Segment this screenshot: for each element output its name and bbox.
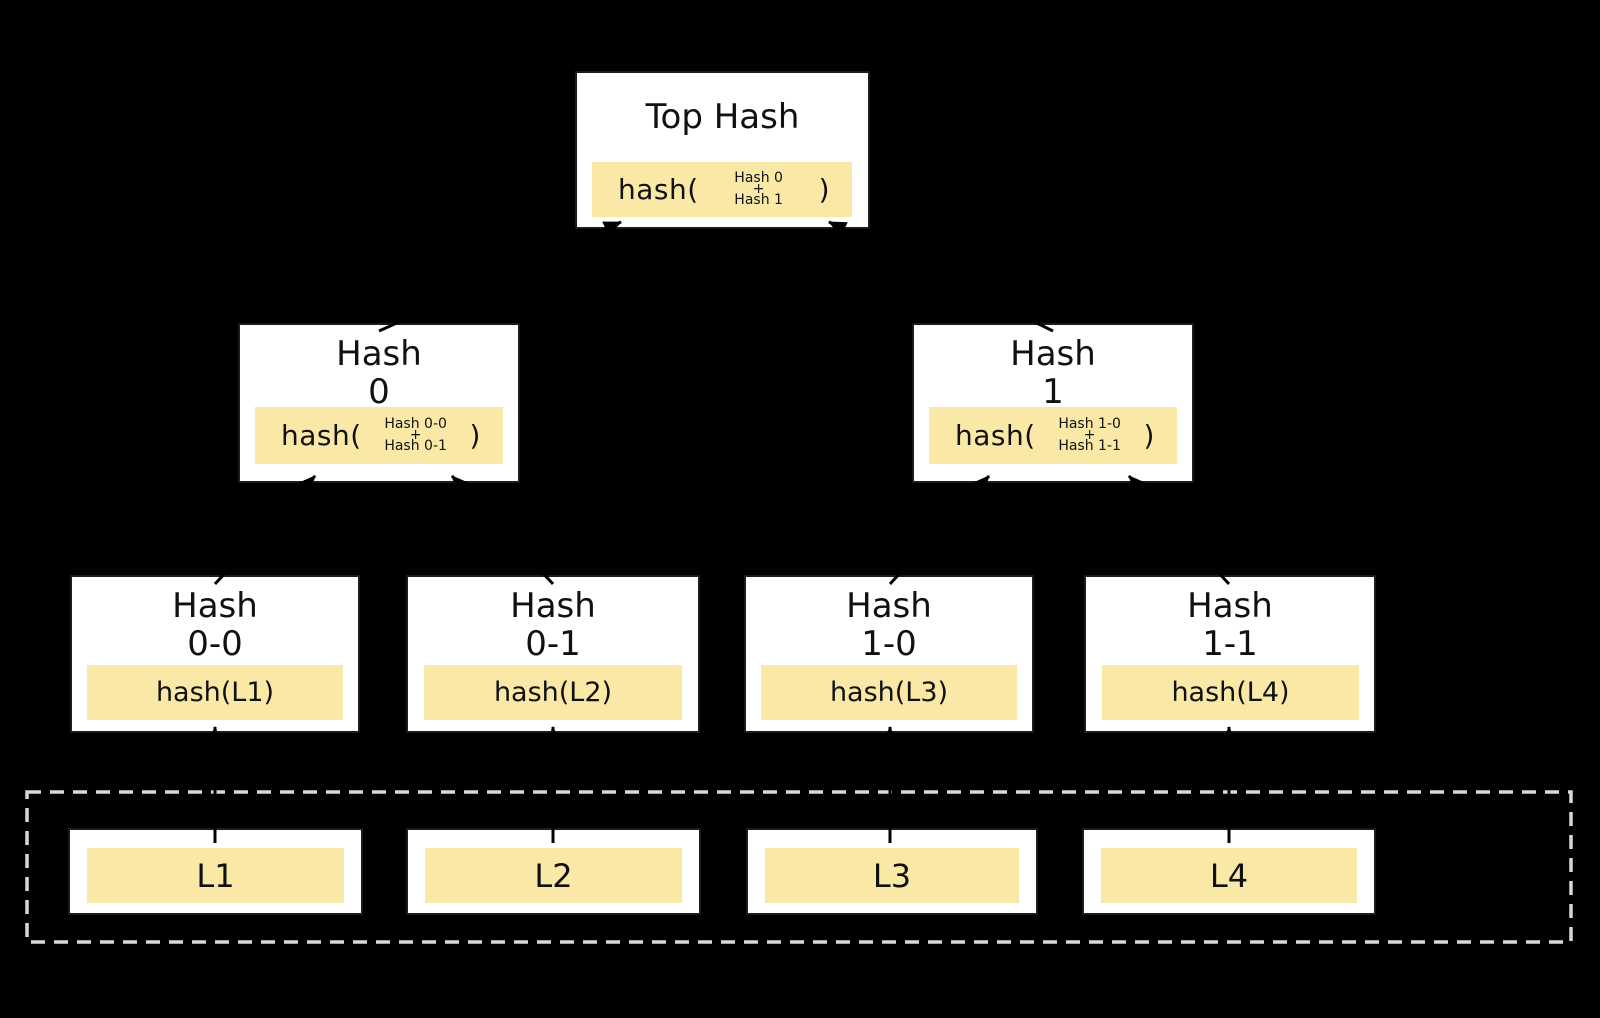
hash-function-open: hash( (955, 419, 1036, 452)
hash-arguments: Hash 0 + Hash 1 (734, 170, 783, 208)
hash-1-node: Hash 1 hash( Hash 1-0 + Hash 1-1 ) (912, 323, 1194, 483)
hash-function-close: ) (818, 173, 830, 206)
hash-arguments: Hash 0-0 + Hash 0-1 (384, 416, 447, 454)
data-block-l4-box: L4 (1101, 848, 1357, 903)
data-block-l4-node: L4 (1082, 828, 1376, 915)
data-block-l3-node: L3 (746, 828, 1038, 915)
hash-0-1-node: Hash 0-1 hash(L2) (406, 575, 700, 733)
hash-arg-bottom: Hash 1 (734, 192, 783, 208)
hash-0-1-title: Hash 0-1 (408, 577, 698, 663)
data-block-l3-box: L3 (765, 848, 1019, 903)
hash-1-title-line2: 1 (1042, 372, 1064, 412)
hash-0-node: Hash 0 hash( Hash 0-0 + Hash 0-1 ) (238, 323, 520, 483)
hash-1-title-line1: Hash (1010, 334, 1096, 374)
data-block-l1-box: L1 (87, 848, 344, 903)
hash-0-title-line1: Hash (336, 334, 422, 374)
data-block-l2-box: L2 (425, 848, 682, 903)
hash-arg-top: Hash 1-0 (1058, 416, 1121, 432)
hash-1-0-title-line1: Hash (846, 586, 932, 626)
arrow-hash-0-1-to-hash-0 (450, 474, 555, 586)
hash-0-title-line2: 0 (368, 372, 390, 412)
hash-0-1-value: hash(L2) (493, 677, 613, 708)
hash-1-0-title: Hash 1-0 (746, 577, 1032, 663)
hash-arg-operator: + (409, 427, 422, 443)
hash-1-1-value: hash(L4) (1171, 677, 1290, 708)
hash-0-0-value: hash(L1) (155, 677, 275, 708)
hash-0-0-title-line1: Hash (172, 586, 258, 626)
hash-1-0-title-line2: 1-0 (861, 624, 917, 664)
hash-arguments: Hash 1-0 + Hash 1-1 (1058, 416, 1121, 454)
top-hash-title: Top Hash (645, 97, 800, 137)
hash-arg-top: Hash 0-0 (384, 416, 447, 432)
hash-function-close: ) (1143, 419, 1155, 452)
hash-0-0-title-line2: 0-0 (187, 624, 243, 664)
hash-1-0-value-box: hash(L3) (761, 665, 1017, 720)
hash-arg-operator: + (1083, 427, 1096, 443)
hash-0-1-title-line1: Hash (510, 586, 596, 626)
hash-function-close: ) (469, 419, 481, 452)
data-block-l1-node: L1 (68, 828, 363, 915)
hash-arg-top: Hash 0 (734, 170, 783, 186)
data-block-l4-label: L4 (1209, 856, 1249, 895)
arrow-hash-0-0-to-hash-0 (213, 474, 317, 586)
arrow-hash-1-0-to-hash-1 (888, 474, 991, 586)
hash-0-0-node: Hash 0-0 hash(L1) (70, 575, 360, 733)
arrow-hash-0-to-top-hash (378, 220, 622, 333)
hash-0-1-value-box: hash(L2) (424, 665, 682, 720)
hash-0-0-value-box: hash(L1) (87, 665, 343, 720)
hash-arg-operator: + (752, 181, 765, 197)
hash-1-1-value-box: hash(L4) (1102, 665, 1359, 720)
hash-1-1-node: Hash 1-1 hash(L4) (1084, 575, 1376, 733)
hash-arg-bottom: Hash 0-1 (384, 438, 447, 454)
hash-1-1-title-line1: Hash (1187, 586, 1273, 626)
hash-0-value-box: hash( Hash 0-0 + Hash 0-1 ) (255, 407, 503, 464)
hash-1-0-node: Hash 1-0 hash(L3) (744, 575, 1034, 733)
data-block-l1-label: L1 (196, 856, 235, 895)
hash-function-open: hash( (618, 173, 699, 206)
hash-1-value-box: hash( Hash 1-0 + Hash 1-1 ) (929, 407, 1177, 464)
arrow-hash-1-to-top-hash (828, 220, 1054, 333)
hash-0-1-title-line2: 0-1 (525, 624, 581, 664)
hash-1-1-title-line2: 1-1 (1202, 624, 1258, 664)
hash-1-0-value: hash(L3) (829, 677, 949, 708)
hash-0-title: Hash 0 (240, 325, 518, 411)
data-block-l2-node: L2 (406, 828, 701, 915)
hash-1-1-title: Hash 1-1 (1086, 577, 1374, 663)
top-hash-value-box: hash( Hash 0 + Hash 1 ) (592, 162, 852, 217)
hash-function-open: hash( (281, 419, 362, 452)
hash-arg-bottom: Hash 1-1 (1058, 438, 1121, 454)
top-hash-node: Top Hash hash( Hash 0 + Hash 1 ) (575, 71, 870, 229)
data-block-l3-label: L3 (872, 856, 912, 895)
hash-1-title: Hash 1 (914, 325, 1192, 411)
data-block-l2-label: L2 (534, 856, 573, 895)
hash-0-0-title: Hash 0-0 (72, 577, 358, 663)
arrow-hash-1-1-to-hash-1 (1127, 474, 1231, 586)
